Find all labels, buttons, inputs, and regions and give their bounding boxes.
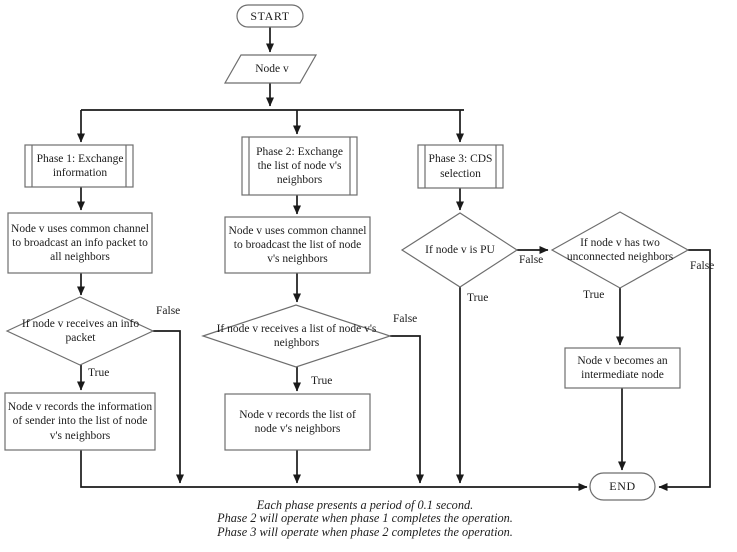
p2-decision-shape <box>201 304 392 368</box>
phase2-shape <box>241 136 358 196</box>
caption-line-3: Phase 3 will operate when phase 2 comple… <box>217 524 513 539</box>
phase1-label: Phase 1: Exchange information <box>36 152 124 179</box>
figure-caption: Each phase presents a period of 0.1 seco… <box>65 498 665 539</box>
start-terminator-shape <box>236 4 304 28</box>
p1-decision-label: If node v receives an info packet <box>21 317 140 344</box>
caption-line-2: Phase 2 will operate when phase 1 comple… <box>217 511 513 526</box>
end-terminator-shape <box>589 472 656 501</box>
p1-record-shape <box>4 392 156 451</box>
phase2-label: Phase 2: Exchange the list of node v's n… <box>256 145 343 186</box>
edge-decisionunc-false <box>658 249 711 491</box>
p2-record-shape <box>224 393 371 451</box>
p3-pu-false-label: False <box>519 254 544 266</box>
p3-pu-true-label: True <box>467 292 489 304</box>
phase1-shape <box>24 144 134 188</box>
phase3-shape <box>417 144 504 189</box>
p3-decision-pu-label: If node v is PU <box>425 244 495 257</box>
p3-decision-pu-shape <box>400 212 519 288</box>
edge-bottom-to-end <box>80 450 588 491</box>
p3-decision-unconnected-shape <box>550 211 690 289</box>
p1-decision-shape <box>5 296 155 366</box>
p2-broadcast-shape <box>224 216 371 274</box>
p3-decision-unconnected-label: If node v has two unconnected neighbors <box>566 236 674 263</box>
node-v-parallelogram-shape <box>223 54 318 84</box>
p1-false-label: False <box>156 305 181 317</box>
phase3-label: Phase 3: CDS selection <box>428 153 493 180</box>
p1-broadcast-label: Node v uses common channel to broadcast … <box>11 222 149 263</box>
p2-decision-label: If node v receives a list of node v's ne… <box>216 322 377 349</box>
caption-line-1: Each phase presents a period of 0.1 seco… <box>256 498 474 512</box>
p1-true-label: True <box>88 367 110 379</box>
p2-false-label: False <box>393 313 418 325</box>
p1-record-label: Node v records the information of sender… <box>7 401 153 442</box>
p3-intermediate-shape <box>564 347 681 389</box>
node-v-label: Node v <box>255 62 289 75</box>
edge-decision2-false <box>390 335 424 484</box>
p1-broadcast-shape <box>7 212 153 274</box>
p2-broadcast-label: Node v uses common channel to broadcast … <box>228 224 367 265</box>
p3-unc-false-label: False <box>690 260 715 272</box>
start-label: START <box>250 8 290 23</box>
p2-true-label: True <box>311 375 333 387</box>
p3-unc-true-label: True <box>583 289 605 301</box>
edge-decision1-false <box>153 330 184 484</box>
p2-record-label: Node v records the list of node v's neig… <box>239 408 356 435</box>
p3-intermediate-label: Node v becomes an intermediate node <box>577 354 668 381</box>
end-label: END <box>609 479 636 494</box>
